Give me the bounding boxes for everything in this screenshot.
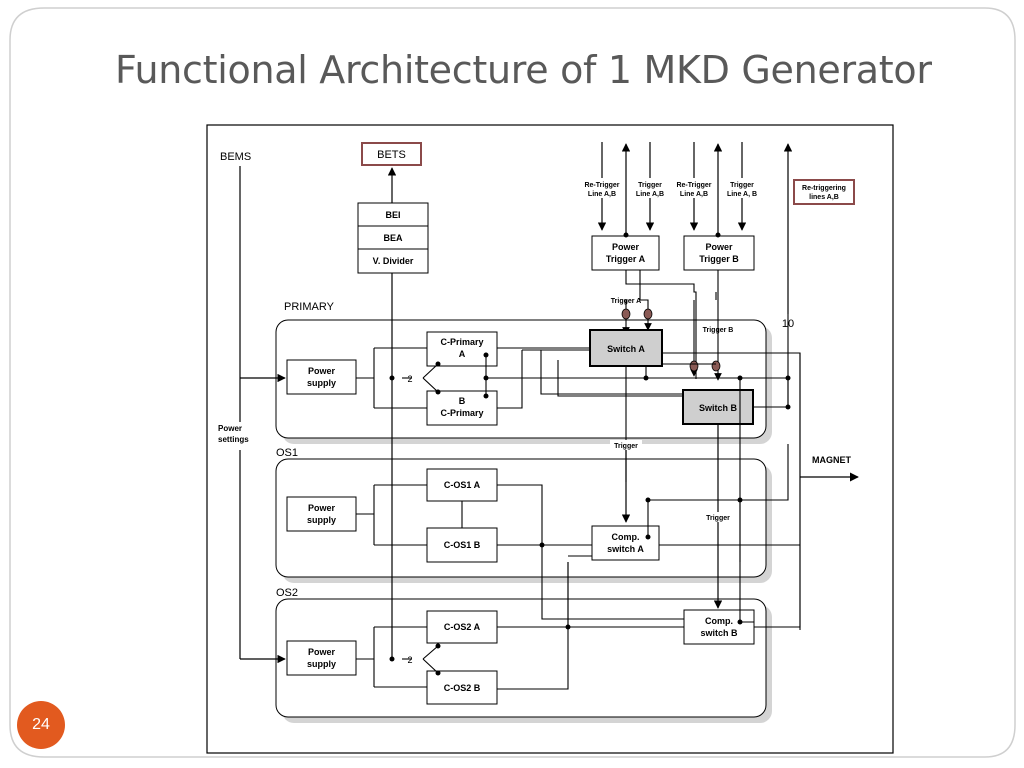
primary-power-supply-label-2: supply <box>307 378 336 388</box>
comp-switch-a-label-1: Comp. <box>612 532 640 542</box>
trigger-a-line-label-2: Line A,B <box>636 191 664 198</box>
power-trigger-b-box <box>683 235 755 271</box>
retrigger-b-label-1: Re-Trigger <box>676 182 711 189</box>
trigger-b-line-label-1: Trigger <box>730 182 754 189</box>
retrigger-a-label-2: Line A,B <box>588 191 616 198</box>
power-settings-label-2: settings <box>218 435 249 444</box>
comp-switch-b-label-2: switch B <box>700 628 738 638</box>
power-trigger-a-label-1: Power <box>612 242 640 252</box>
c-primary-a-label-1: C-Primary <box>440 337 483 347</box>
retrig-lines-label-2: lines A,B <box>809 194 839 201</box>
bets-label: BETS <box>377 149 406 161</box>
trigger-label-bg <box>610 440 642 450</box>
c-os2-b-box <box>426 670 498 705</box>
trigger-b-line-label-2: Line A, B <box>727 191 757 198</box>
primary-two-label: 2 <box>407 374 412 384</box>
os1-power-supply-label-2: supply <box>307 515 336 525</box>
magnet-label: MAGNET <box>812 455 851 465</box>
c-os1-a-label: C-OS1 A <box>444 480 481 490</box>
c-primary-a-box <box>426 331 498 367</box>
slide-title: Functional Architecture of 1 MKD Generat… <box>115 48 932 92</box>
c-primary-b-label-2: C-Primary <box>440 408 483 418</box>
page-number-badge: 24 <box>17 701 65 749</box>
c-os2-a-box <box>426 610 498 644</box>
c-os1-a-box <box>426 468 498 502</box>
power-trigger-a-label-2: Trigger A <box>606 254 646 264</box>
ten-label: 10 <box>782 318 794 330</box>
comp-switch-b-label-1: Comp. <box>705 616 733 626</box>
bems-wiring <box>239 166 286 664</box>
trigger-a-label: Trigger A <box>611 298 641 305</box>
trigger-line-labels <box>580 178 762 198</box>
switch-b-label: Switch B <box>699 403 738 413</box>
primary-label: PRIMARY <box>284 301 335 313</box>
os2-power-supply-box <box>286 640 357 676</box>
trigger-b-label: Trigger B <box>703 327 734 334</box>
power-trigger-a-box <box>591 235 660 271</box>
os1-power-supply-box <box>286 496 357 532</box>
trigger-label-b: Trigger <box>706 515 730 522</box>
power-trigger-b-label-1: Power <box>705 242 733 252</box>
c-os2-b-label: C-OS2 B <box>444 683 481 693</box>
bems-label: BEMS <box>220 151 251 163</box>
os1-label: OS1 <box>276 447 298 459</box>
c-primary-a-label-2: A <box>459 349 466 359</box>
retrig-lines-label-1: Re-triggering <box>802 185 846 192</box>
bets-box <box>361 142 422 166</box>
primary-power-supply-label-1: Power <box>308 366 336 376</box>
trigger-label-a: Trigger <box>614 443 638 450</box>
bea-label: BEA <box>383 233 403 243</box>
primary-power-supply-box <box>286 359 357 395</box>
c-os2-a-label: C-OS2 A <box>444 622 481 632</box>
comp-switch-a-label-2: switch A <box>607 544 644 554</box>
bei-bea-vdivider-stack <box>357 202 429 274</box>
architecture-diagram: PRIMARY OS1 OS2 BEMS Power settings BETS… <box>206 124 894 754</box>
os2-label: OS2 <box>276 587 298 599</box>
os1-power-supply-label-1: Power <box>308 503 336 513</box>
retrigger-a-label-1: Re-Trigger <box>584 182 619 189</box>
os2-power-supply-label-1: Power <box>308 647 336 657</box>
comp-switch-b-box <box>683 609 755 645</box>
trigger-a-line-label-1: Trigger <box>638 182 662 189</box>
c-primary-b-label-1: B <box>459 396 466 406</box>
switch-a-label: Switch A <box>607 344 645 354</box>
trigger-label-b-bg <box>702 512 734 522</box>
bei-label: BEI <box>385 210 400 220</box>
retriggering-lines-box <box>793 179 855 205</box>
power-trigger-b-label-2: Trigger B <box>699 254 739 264</box>
retrigger-b-label-2: Line A,B <box>680 191 708 198</box>
os2-wiring <box>356 353 801 688</box>
os1-wiring <box>356 444 800 690</box>
power-settings-label-1: Power <box>218 424 242 433</box>
v-divider-label: V. Divider <box>373 256 414 266</box>
os2-power-supply-label-2: supply <box>307 659 336 669</box>
os2-two-label: 2 <box>407 655 412 665</box>
c-os1-b-label: C-OS1 B <box>444 540 481 550</box>
